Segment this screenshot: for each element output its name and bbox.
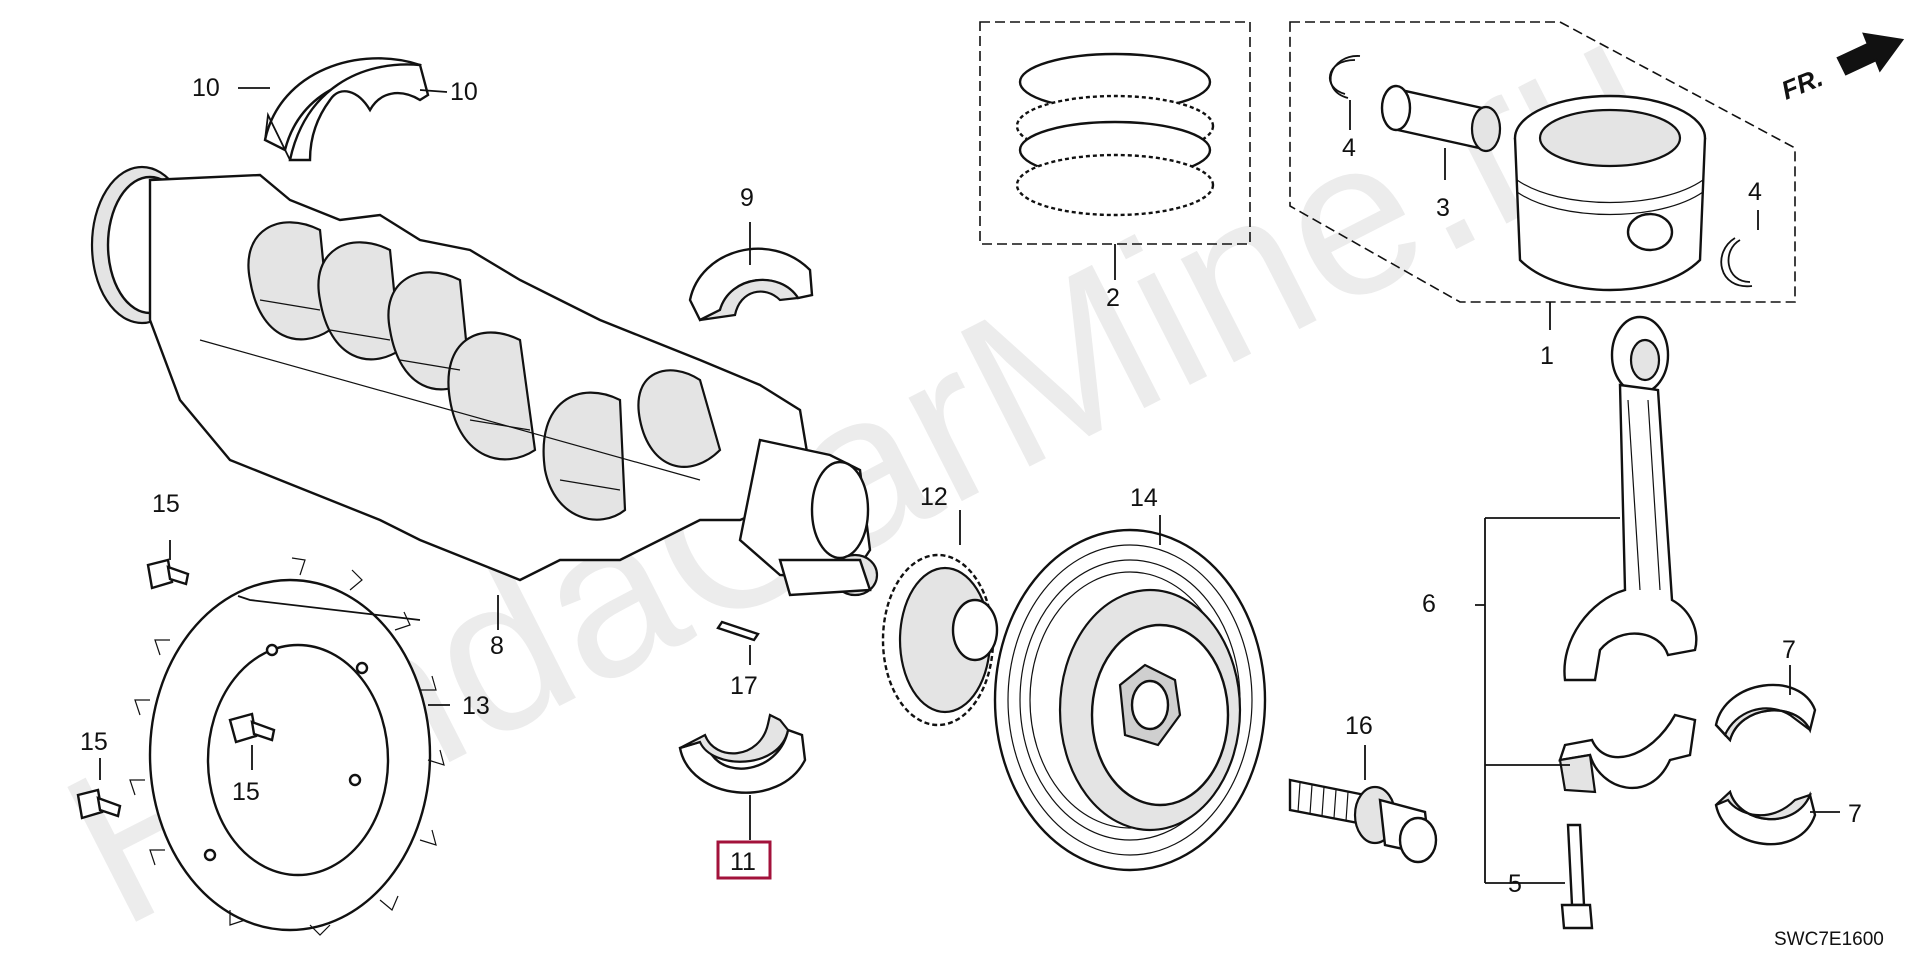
callout-15b: 15 xyxy=(232,778,260,806)
front-arrow-icon: FR. xyxy=(1777,32,1905,106)
piston-assembly[interactable] xyxy=(1289,21,1796,303)
piston-ring-set[interactable] xyxy=(979,21,1251,245)
callout-13: 13 xyxy=(462,692,490,720)
connecting-rod[interactable] xyxy=(1558,315,1698,794)
callout-15a: 15 xyxy=(152,490,180,518)
connecting-rod-bolt[interactable] xyxy=(1560,823,1594,930)
callout-11: 11 xyxy=(730,848,756,876)
callout-8: 8 xyxy=(490,632,504,660)
callout-17: 17 xyxy=(730,672,758,700)
front-indicator: FR. xyxy=(1777,62,1827,106)
highlighted-part-callout[interactable]: 11 xyxy=(716,840,772,880)
drive-plate-bolt[interactable] xyxy=(76,788,122,820)
callout-15c: 15 xyxy=(80,728,108,756)
callout-10a: 10 xyxy=(192,74,220,102)
callout-16: 16 xyxy=(1345,712,1373,740)
callout-12: 12 xyxy=(920,483,948,511)
callout-2: 2 xyxy=(1106,284,1120,312)
main-bearing-lower[interactable] xyxy=(678,713,807,794)
callout-14: 14 xyxy=(1130,484,1158,512)
callout-1: 1 xyxy=(1540,342,1554,370)
highlight-box xyxy=(716,840,772,880)
callout-labels: 1 2 3 4 4 5 6 7 7 8 9 10 10 12 13 14 15 … xyxy=(80,74,1862,898)
crankshaft-pulley[interactable] xyxy=(993,528,1267,872)
callout-10b: 10 xyxy=(450,78,478,106)
drive-plate-bolt[interactable] xyxy=(228,712,276,744)
callout-4b: 4 xyxy=(1748,178,1762,206)
callout-4a: 4 xyxy=(1342,134,1356,162)
pulley-bolt[interactable] xyxy=(1288,778,1438,864)
crank-sprocket[interactable] xyxy=(881,553,999,727)
rod-bearing-upper[interactable] xyxy=(1714,683,1817,743)
callout-3: 3 xyxy=(1436,194,1450,222)
woodruff-key[interactable] xyxy=(716,620,760,642)
callout-6: 6 xyxy=(1422,590,1436,618)
callout-5: 5 xyxy=(1508,870,1522,898)
crankshaft[interactable] xyxy=(90,165,879,597)
callout-9: 9 xyxy=(740,184,754,212)
diagram-code: SWC7E1600 xyxy=(1774,929,1884,950)
drive-plate[interactable] xyxy=(129,557,445,936)
leader-lines xyxy=(99,87,1840,884)
thrust-washer-pair[interactable] xyxy=(263,57,430,162)
callout-7b: 7 xyxy=(1848,800,1862,828)
rod-bearing-lower[interactable] xyxy=(1714,789,1817,846)
callout-7a: 7 xyxy=(1782,636,1796,664)
main-bearing-upper[interactable] xyxy=(688,247,814,322)
drive-plate-bolt[interactable] xyxy=(146,558,190,590)
